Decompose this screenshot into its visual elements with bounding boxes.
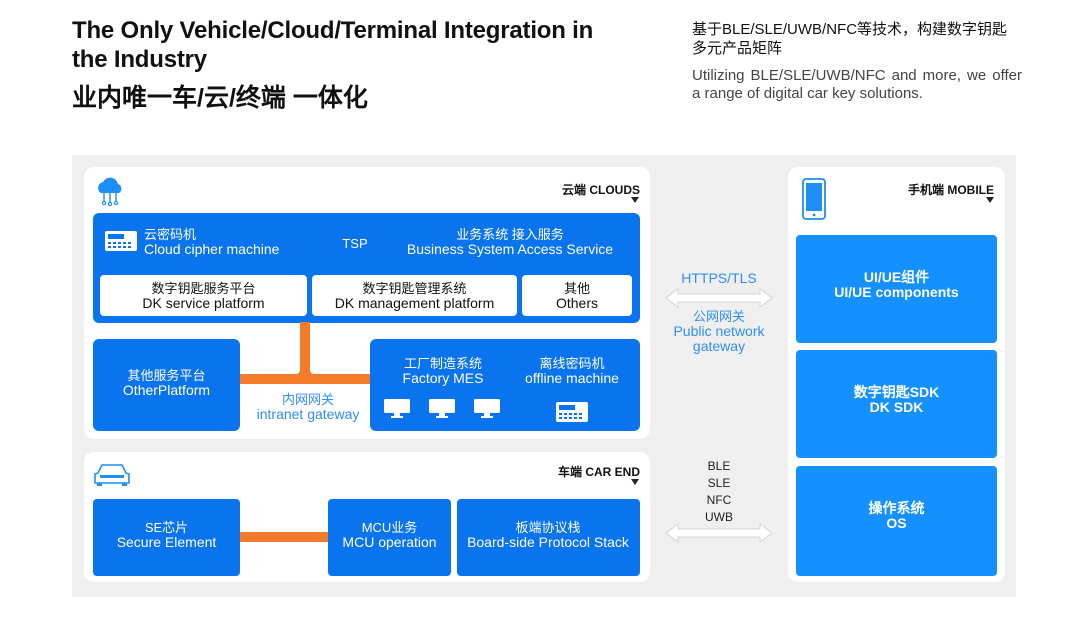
car-mobile-arrow bbox=[665, 523, 773, 543]
clouds-label: 云端 CLOUDS bbox=[561, 183, 640, 197]
others-box: 其他 Others bbox=[522, 275, 632, 316]
mcu-label: MCU业务 MCU operation bbox=[342, 520, 437, 550]
uwb-label: UWB bbox=[705, 510, 733, 524]
connector-curve-right bbox=[300, 362, 326, 384]
monitor-icon-1 bbox=[384, 399, 410, 418]
offline-machine-icon bbox=[556, 402, 588, 422]
phone-icon bbox=[802, 178, 826, 220]
public-gateway-label: 公网网关 Public network gateway bbox=[673, 309, 765, 354]
os-label: 操作系统 OS bbox=[868, 500, 925, 531]
cloud-icon bbox=[98, 177, 122, 207]
car-label: 车端 CAR END bbox=[557, 465, 640, 479]
title-cn: 业内唯一车/云/终端 一体化 bbox=[72, 84, 368, 112]
board-protocol-block bbox=[457, 499, 640, 576]
mobile-label-triangle bbox=[986, 197, 994, 203]
cipher-machine-icon bbox=[105, 231, 137, 251]
secure-element-block bbox=[93, 499, 240, 576]
connector-vertical bbox=[300, 322, 310, 377]
factory-block bbox=[370, 339, 640, 431]
business-system-label: 业务系统 接入服务 Business System Access Service bbox=[406, 227, 614, 257]
car-label-triangle bbox=[631, 479, 639, 485]
board-protocol-label: 板端协议栈 Board-side Protocol Stack bbox=[467, 520, 629, 550]
https-tls-label: HTTPS/TLS bbox=[681, 270, 757, 286]
intranet-gateway-label: 内网网关 intranet gateway bbox=[256, 392, 360, 422]
ui-components-block bbox=[796, 235, 997, 343]
factory-mes-label: 工厂制造系统 Factory MES bbox=[402, 356, 484, 386]
secure-element-label: SE芯片 Secure Element bbox=[116, 520, 217, 550]
monitor-icon-3 bbox=[474, 399, 500, 418]
dk-service-platform: 数字钥匙服务平台 DK service platform bbox=[100, 275, 307, 316]
ui-components-label: UI/UE组件 UI/UE components bbox=[834, 269, 959, 300]
nfc-label: NFC bbox=[706, 493, 732, 507]
se-mcu-connector bbox=[240, 532, 328, 542]
other-platform-label: 其他服务平台 OtherPlatform bbox=[122, 368, 211, 398]
mobile-label: 手机端 MOBILE bbox=[908, 183, 994, 197]
dk-sdk-label: 数字钥匙SDK DK SDK bbox=[853, 384, 940, 415]
monitor-icon-2 bbox=[429, 399, 455, 418]
car-icon bbox=[94, 464, 130, 486]
ble-label: BLE bbox=[707, 459, 731, 473]
cloud-cipher-label: 云密码机 Cloud cipher machine bbox=[144, 227, 280, 257]
cloud-mobile-arrow bbox=[665, 288, 773, 308]
dk-management-platform: 数字钥匙管理系统 DK management platform bbox=[312, 275, 517, 316]
clouds-label-triangle bbox=[631, 197, 639, 203]
title-en: The Only Vehicle/Cloud/Terminal Integrat… bbox=[72, 17, 594, 73]
other-platform-block bbox=[93, 339, 240, 431]
dk-sdk-block bbox=[796, 350, 997, 458]
mcu-block bbox=[328, 499, 451, 576]
subtitle-en: Utilizing BLE/SLE/UWB/NFC and more, we o… bbox=[692, 67, 1022, 102]
os-block bbox=[796, 466, 997, 576]
offline-machine-label: 离线密码机 offline machine bbox=[525, 356, 619, 386]
subtitle-cn: 基于BLE/SLE/UWB/NFC等技术，构建数字钥匙多元产品矩阵 bbox=[692, 21, 1008, 57]
tsp-label: TSP bbox=[342, 236, 368, 251]
sle-label: SLE bbox=[707, 476, 731, 490]
